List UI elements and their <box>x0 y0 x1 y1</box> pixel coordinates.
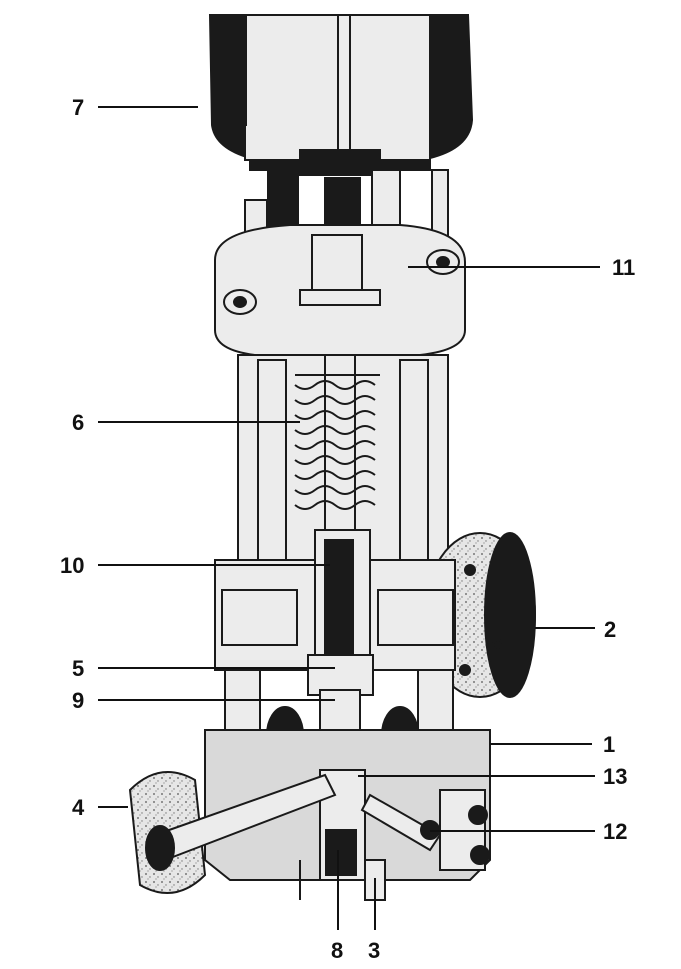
actuator-housing <box>208 14 474 176</box>
callout-7: 7 <box>72 95 84 120</box>
callout-11: 11 <box>612 255 635 280</box>
callout-4: 4 <box>72 795 85 820</box>
callout-5: 5 <box>72 656 84 681</box>
callout-1: 1 <box>603 732 615 757</box>
callout-6: 6 <box>72 410 84 435</box>
callout-12: 12 <box>603 819 627 844</box>
outlet-nozzle <box>128 771 337 894</box>
callout-8: 8 <box>331 938 343 963</box>
mid-block <box>214 529 456 696</box>
callout-13: 13 <box>603 764 627 789</box>
callout-3: 3 <box>368 938 380 963</box>
bonnet-flange <box>214 224 466 356</box>
callout-9: 9 <box>72 688 84 713</box>
actuator-yoke <box>244 169 449 351</box>
injection-connection <box>360 789 490 871</box>
callout-10: 10 <box>60 553 84 578</box>
callout-2: 2 <box>604 617 616 642</box>
